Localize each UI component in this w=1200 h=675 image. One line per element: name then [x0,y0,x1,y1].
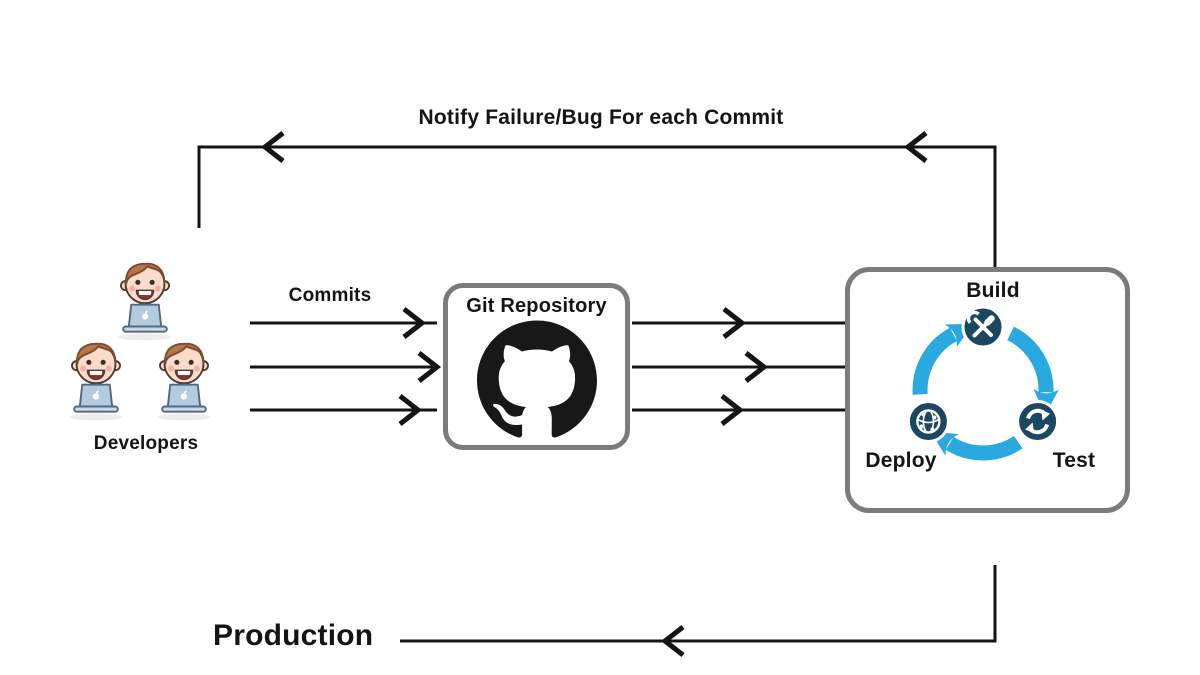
commits-label: Commits [288,285,372,306]
build-label: Build [966,279,1020,302]
notify-feedback-arrow [197,131,997,267]
production-arrow [400,565,997,657]
notify-feedback-label: Notify Failure/Bug For each Commit [418,106,784,129]
test-label: Test [1052,449,1096,472]
cycle-arrows [912,323,1059,461]
developers-label: Developers [93,433,199,454]
developer-avatar [156,342,212,422]
deploy-label: Deploy [865,449,937,472]
git-repository-title: Git Repository [466,295,607,317]
deploy-globe-icon [906,400,950,443]
git-repository-box: Git Repository [443,283,630,450]
developer-avatar [117,262,173,342]
production-label: Production [213,619,374,652]
cicd-cycle-graphic [906,305,1060,461]
build-icon [961,305,1005,349]
github-octocat-icon [477,320,597,438]
test-sync-icon [1016,400,1060,443]
pipeline-input-arrows [632,307,845,426]
commit-arrows [250,307,442,426]
developer-avatar [68,342,124,422]
